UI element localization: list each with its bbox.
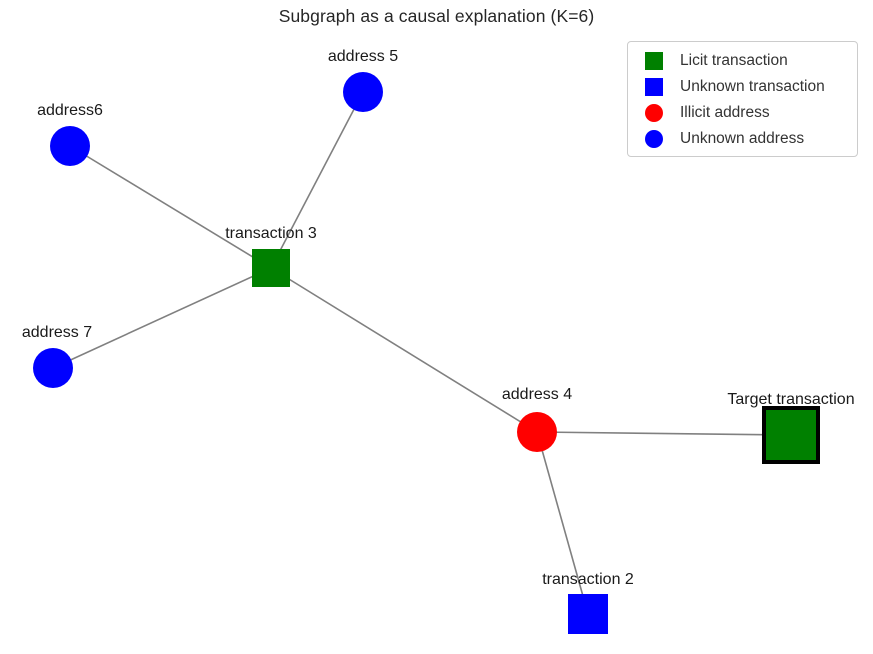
- legend-label: Unknown address: [680, 130, 805, 147]
- node-label-address5: address 5: [327, 48, 399, 65]
- legend-row-2: Illicit address: [628, 100, 859, 126]
- legend-label: Licit transaction: [680, 52, 788, 69]
- legend-label: Unknown transaction: [680, 78, 825, 95]
- graph-edge: [536, 431, 589, 615]
- page-title: Subgraph as a causal explanation (K=6): [278, 6, 595, 26]
- node-label-address6: address6: [37, 102, 103, 119]
- legend-marker-wrap: [628, 130, 680, 148]
- graph-edge: [536, 431, 792, 436]
- legend-circle-icon: [645, 104, 663, 122]
- graph-edge: [270, 91, 364, 269]
- legend-label: Illicit address: [680, 104, 770, 121]
- graph-node-transaction3[interactable]: [252, 249, 290, 287]
- node-label-address7: address 7: [21, 324, 93, 341]
- legend-marker-wrap: [628, 52, 680, 70]
- graph-node-address7[interactable]: [33, 348, 73, 388]
- graph-node-transaction2[interactable]: [568, 594, 608, 634]
- graph-node-target[interactable]: [762, 406, 820, 464]
- legend-marker-wrap: [628, 104, 680, 122]
- node-label-target: Target transaction: [727, 391, 855, 408]
- legend-square-icon: [645, 52, 663, 70]
- legend-row-3: Unknown address: [628, 126, 859, 152]
- legend-marker-wrap: [628, 78, 680, 96]
- graph-edge: [52, 267, 272, 369]
- node-label-transaction3: transaction 3: [225, 225, 317, 242]
- node-label-transaction2: transaction 2: [542, 571, 634, 588]
- graph-node-address4[interactable]: [517, 412, 557, 452]
- graph-node-address5[interactable]: [343, 72, 383, 112]
- graph-node-address6[interactable]: [50, 126, 90, 166]
- graph-edge: [270, 267, 538, 433]
- legend-row-1: Unknown transaction: [628, 74, 859, 100]
- graph-edge: [69, 145, 272, 269]
- legend-circle-icon: [645, 130, 663, 148]
- legend-row-0: Licit transaction: [628, 48, 859, 74]
- legend-square-icon: [645, 78, 663, 96]
- node-label-address4: address 4: [501, 386, 573, 403]
